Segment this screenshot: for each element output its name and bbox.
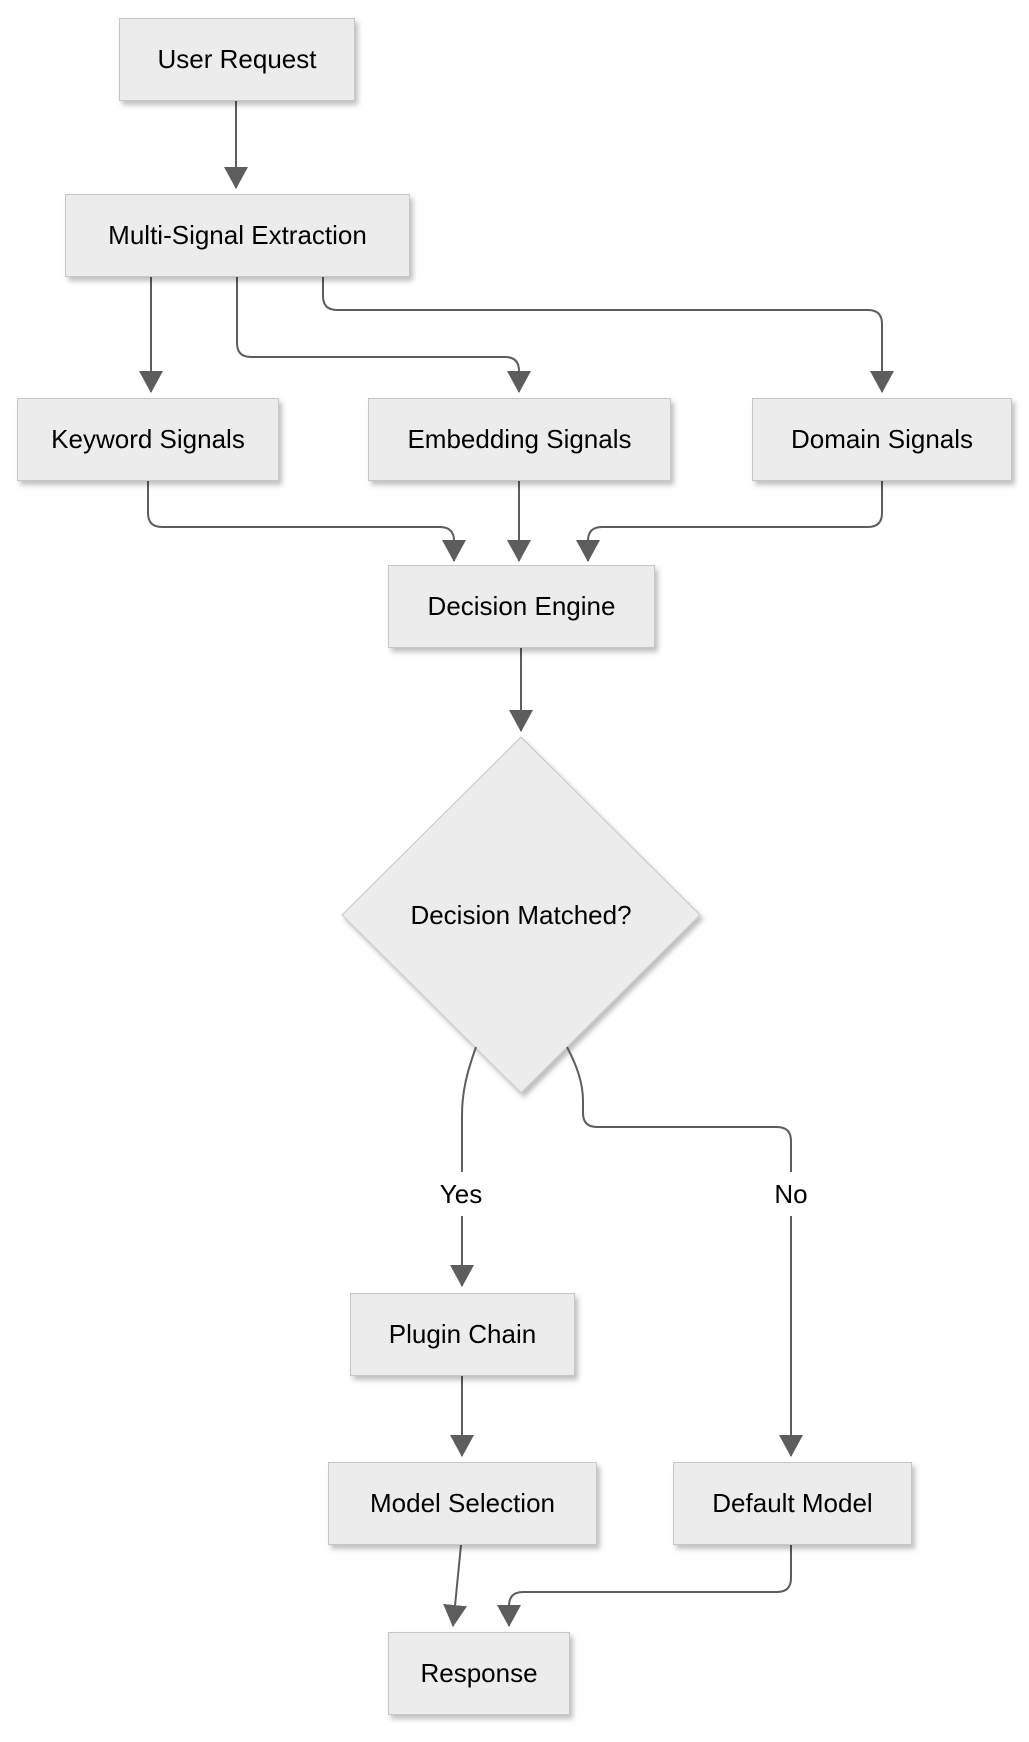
node-model-selection: Model Selection [328,1462,597,1545]
edge-decision-matched-no-to-default-model [566,1046,803,1457]
edge-multi-signal-extraction-to-embedding-signals [236,277,531,393]
node-keyword-signals: Keyword Signals [17,398,279,481]
node-response: Response [388,1632,570,1715]
edge-decision-matched-yes-to-plugin-chain [450,1046,477,1287]
node-domain-signals: Domain Signals [752,398,1012,481]
node-decision-engine: Decision Engine [388,565,655,648]
edge-multi-signal-extraction-to-domain-signals [322,277,894,393]
edge-default-model-to-response [497,1545,792,1627]
node-decision-matched-label: Decision Matched? [410,899,632,930]
decision-matched-diamond-shape [341,736,701,1094]
node-embedding-signals: Embedding Signals [368,398,671,481]
edge-model-selection-to-response [443,1544,468,1627]
edge-label-no: No [759,1172,823,1216]
edge-domain-signals-to-decision-engine [576,481,883,562]
edge-keyword-signals-to-decision-engine [147,481,466,562]
node-default-model: Default Model [673,1462,912,1545]
edge-label-yes: Yes [427,1172,495,1216]
node-multi-signal-extraction: Multi-Signal Extraction [65,194,410,277]
node-user-request: User Request [119,18,355,101]
node-plugin-chain: Plugin Chain [350,1293,575,1376]
